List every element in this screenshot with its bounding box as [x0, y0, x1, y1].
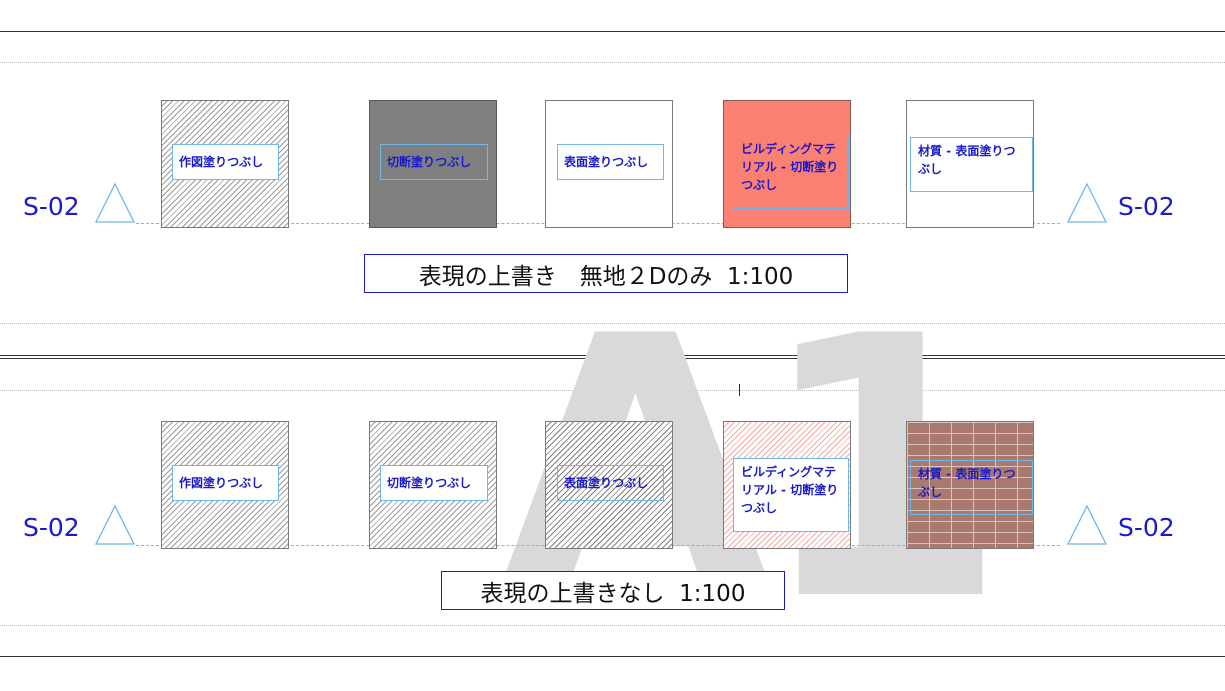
section-marker-left[interactable]: S-02: [23, 513, 80, 542]
swatch-surface-fill[interactable]: 表面塗りつぶし: [545, 421, 673, 549]
section-triangle-left-icon[interactable]: [94, 182, 136, 224]
grid-line: [0, 625, 1225, 626]
swatch-building-material-cut-fill[interactable]: ビルディングマテリアル - 切断塗りつぶし: [723, 421, 851, 549]
grid-line: [0, 390, 1225, 391]
grid-line: [0, 323, 1225, 324]
swatch-label: ビルディングマテリアル - 切断塗りつぶし: [733, 135, 849, 209]
swatch-material-surface-fill[interactable]: 材質 - 表面塗りつぶし: [906, 421, 1034, 549]
swatch-surface-fill[interactable]: 表面塗りつぶし: [545, 100, 673, 228]
swatch-material-surface-fill[interactable]: 材質 - 表面塗りつぶし: [906, 100, 1034, 228]
swatch-label: 表面塗りつぶし: [557, 144, 664, 180]
swatch-cut-fill[interactable]: 切断塗りつぶし: [369, 100, 497, 228]
view-title-top[interactable]: 表現の上書き 無地２Dのみ 1:100: [364, 254, 848, 293]
swatch-building-material-cut-fill[interactable]: ビルディングマテリアル - 切断塗りつぶし: [723, 100, 851, 228]
swatch-label: 材質 - 表面塗りつぶし: [910, 137, 1033, 192]
section-marker-right[interactable]: S-02: [1118, 192, 1175, 221]
view-title-bottom[interactable]: 表現の上書きなし 1:100: [441, 571, 785, 610]
frame-line-top: [0, 31, 1225, 32]
swatch-drafting-fill[interactable]: 作図塗りつぶし: [161, 421, 289, 549]
swatch-label: 表面塗りつぶし: [557, 465, 664, 501]
section-triangle-right-icon[interactable]: [1066, 182, 1108, 224]
swatch-label: 作図塗りつぶし: [172, 465, 279, 501]
viewport-divider-inner: [0, 358, 1225, 359]
section-triangle-right-icon[interactable]: [1066, 504, 1108, 546]
swatch-label: 切断塗りつぶし: [380, 144, 488, 180]
section-triangle-left-icon[interactable]: [94, 504, 136, 546]
swatch-drafting-fill[interactable]: 作図塗りつぶし: [161, 100, 289, 228]
swatch-label: 作図塗りつぶし: [172, 144, 279, 180]
cursor-mark: [739, 384, 740, 396]
swatch-label: ビルディングマテリアル - 切断塗りつぶし: [733, 458, 849, 532]
frame-line-bottom: [0, 656, 1225, 657]
section-marker-right[interactable]: S-02: [1118, 513, 1175, 542]
swatch-label: 材質 - 表面塗りつぶし: [910, 460, 1033, 515]
swatch-label: 切断塗りつぶし: [380, 465, 488, 501]
section-marker-left[interactable]: S-02: [23, 192, 80, 221]
swatch-cut-fill[interactable]: 切断塗りつぶし: [369, 421, 497, 549]
grid-line: [0, 62, 1225, 63]
viewport-divider: [0, 355, 1225, 356]
